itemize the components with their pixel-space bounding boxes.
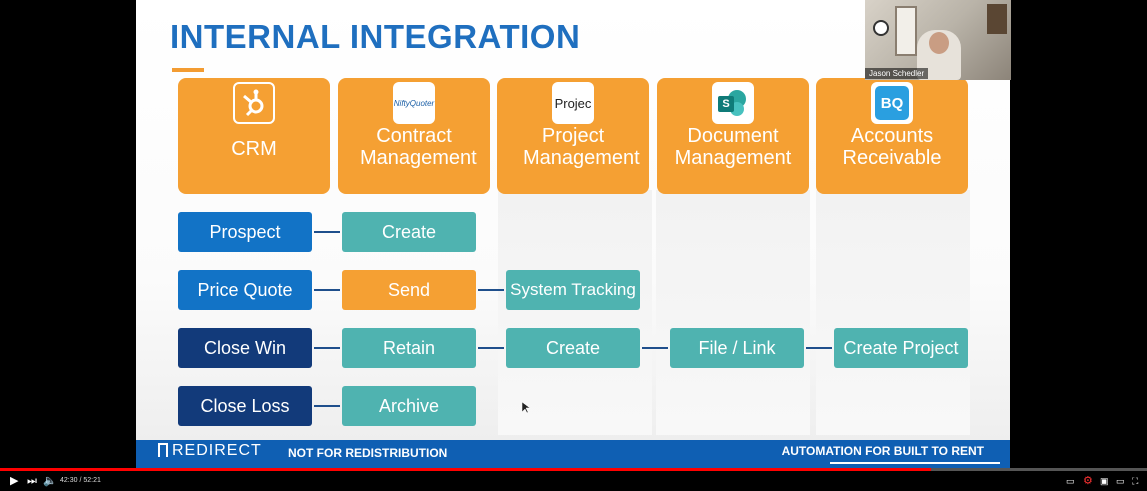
next-icon[interactable]: ⏭ — [27, 475, 37, 487]
step-system-tracking: System Tracking — [506, 270, 640, 310]
redistribution-notice: NOT FOR REDISTRIBUTION — [288, 446, 448, 460]
card-contract-management: NiftyQuoter Contract Management — [338, 78, 490, 194]
presentation-slide: INTERNAL INTEGRATION CRM NiftyQuoter Con… — [136, 0, 1010, 468]
column-shade — [816, 190, 970, 435]
mouse-cursor-icon — [522, 402, 530, 414]
column-shade — [656, 190, 810, 435]
card-label: Document Management — [674, 125, 792, 169]
presenter-name: Jason Schedler — [865, 68, 929, 79]
slide-footer: REDIRECT NOT FOR REDISTRIBUTION AUTOMATI… — [136, 440, 1010, 468]
progress-fill[interactable] — [0, 468, 932, 471]
stage-price-quote: Price Quote — [178, 270, 312, 310]
picture-frame — [987, 4, 1007, 34]
stage-prospect: Prospect — [178, 212, 312, 252]
connector-line — [478, 289, 504, 291]
step-file-link: File / Link — [670, 328, 804, 368]
miniplayer-icon[interactable]: ▣ — [1100, 476, 1109, 486]
card-label: Project Management — [523, 125, 640, 169]
window — [895, 6, 917, 56]
step-archive: Archive — [342, 386, 476, 426]
step-create-project: Create Project — [834, 328, 968, 368]
current-time: 42:30 — [60, 477, 78, 484]
fullscreen-icon[interactable]: ⛶ — [1132, 476, 1139, 486]
card-accounts-receivable: BQ Accounts Receivable — [816, 78, 968, 194]
stage-close-loss: Close Loss — [178, 386, 312, 426]
duration: 52:21 — [83, 477, 101, 484]
play-icon[interactable]: ▶ — [10, 475, 19, 487]
card-label: Contract Management — [360, 125, 477, 169]
teamwork-projects-icon: Projec — [552, 82, 594, 124]
connector-line — [314, 231, 340, 233]
tagline-underline — [830, 462, 1000, 464]
column-shade — [498, 190, 652, 435]
theater-mode-icon[interactable]: ▭ — [1116, 476, 1125, 486]
building-icon — [158, 443, 168, 457]
clock-icon — [873, 20, 889, 36]
card-label: CRM — [231, 138, 277, 160]
card-project-management: Projec Project Management — [497, 78, 649, 194]
connector-line — [478, 347, 504, 349]
connector-line — [314, 405, 340, 407]
step-retain: Retain — [342, 328, 476, 368]
connector-line — [314, 289, 340, 291]
connector-line — [806, 347, 832, 349]
sharepoint-icon: S — [712, 82, 754, 124]
step-create: Create — [506, 328, 640, 368]
hubspot-icon — [233, 82, 275, 124]
volume-icon[interactable]: 🔈 — [43, 475, 57, 487]
stage-close-win: Close Win — [178, 328, 312, 368]
webcam-feed: Jason Schedler — [865, 0, 1011, 80]
card-document-management: S Document Management — [657, 78, 809, 194]
niftyquoter-icon: NiftyQuoter — [393, 82, 435, 124]
tagline: AUTOMATION FOR BUILT TO RENT — [781, 444, 984, 458]
card-crm: CRM — [178, 78, 330, 194]
slide-title: INTERNAL INTEGRATION — [170, 18, 581, 55]
card-label: Accounts Receivable — [842, 125, 942, 169]
step-create: Create — [342, 212, 476, 252]
presenter-head — [929, 32, 949, 54]
time-display: 42:30 / 52:21 — [60, 477, 101, 484]
redirect-logo: REDIRECT — [158, 442, 262, 460]
step-send: Send — [342, 270, 476, 310]
bq-icon: BQ — [871, 82, 913, 124]
captions-icon[interactable]: ▭ — [1066, 476, 1075, 486]
connector-line — [314, 347, 340, 349]
video-player-controls: ▶ ⏭ 🔈 42:30 / 52:21 ▭ ⚙ ▣ ▭ ⛶ — [0, 468, 1147, 491]
settings-icon[interactable]: ⚙ — [1083, 475, 1093, 487]
title-underline — [172, 68, 204, 72]
connector-line — [642, 347, 668, 349]
